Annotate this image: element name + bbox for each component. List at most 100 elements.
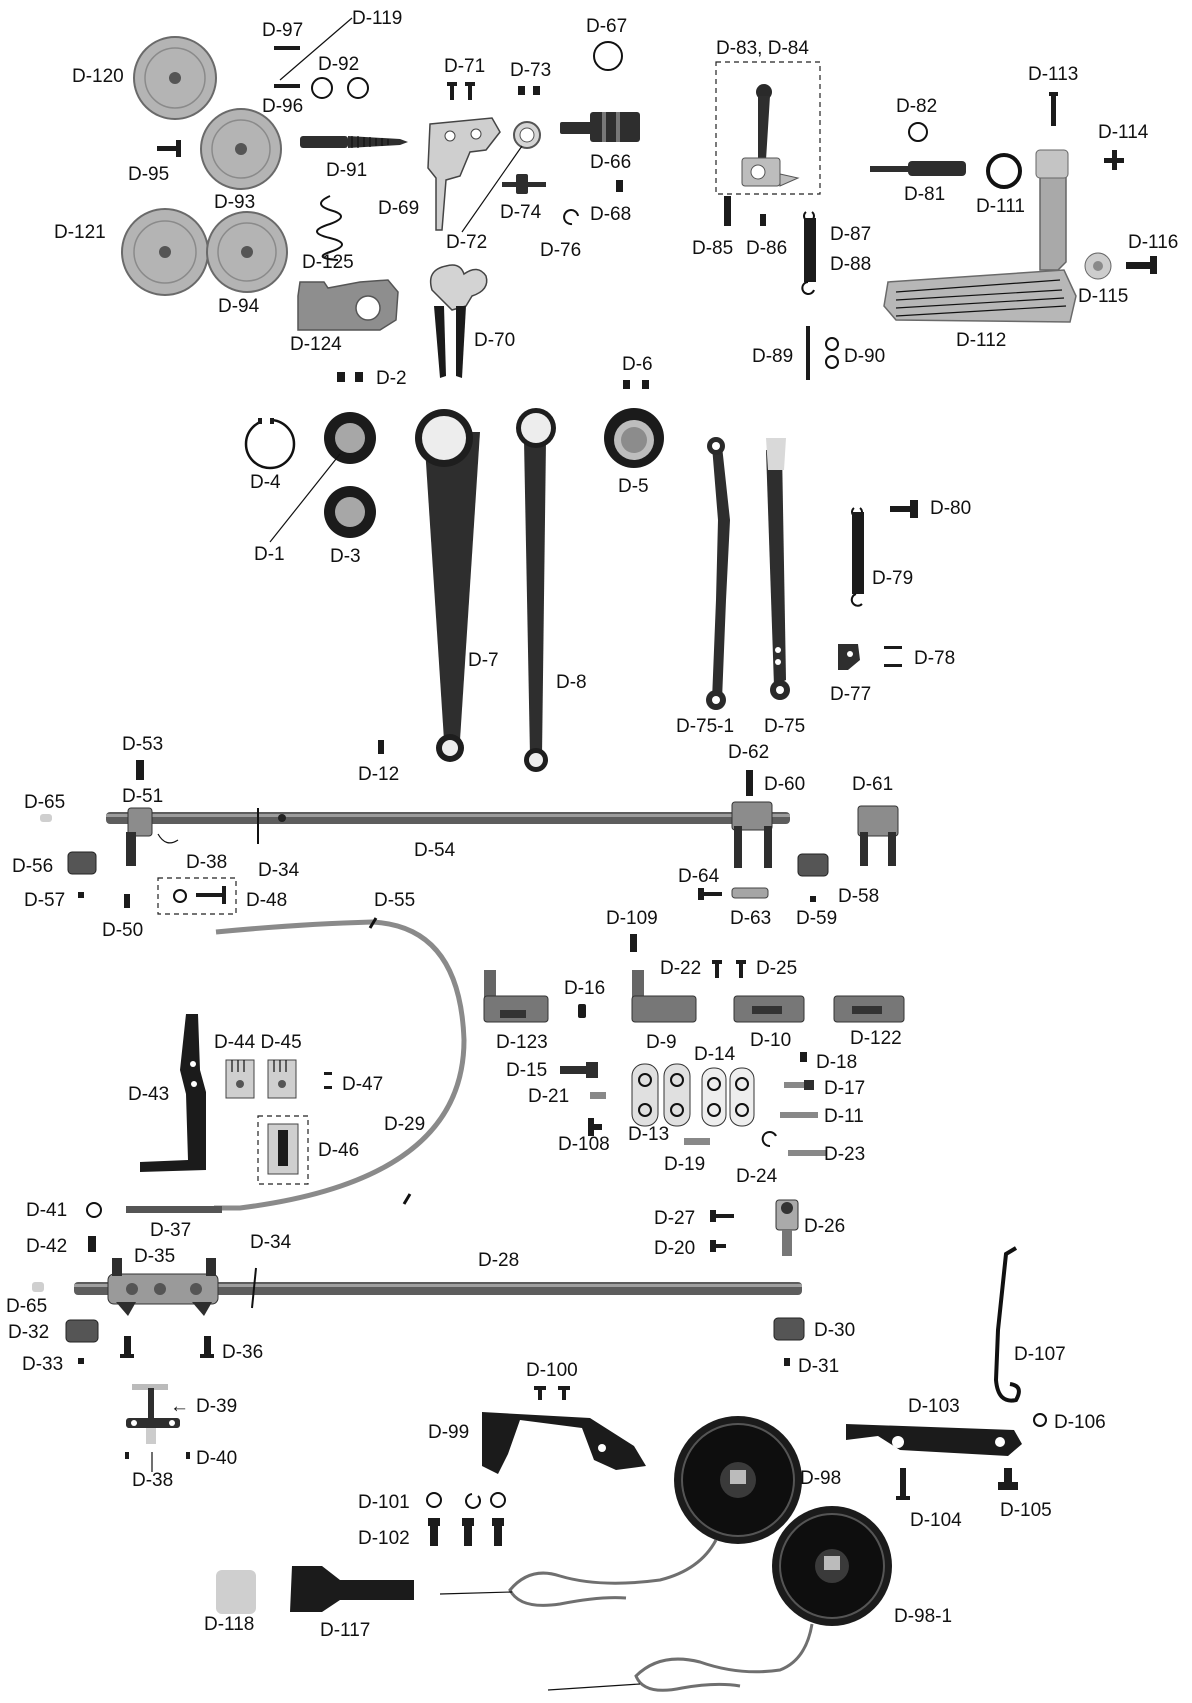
crank-d35 (107, 1258, 219, 1316)
label-d118: D-118 (204, 1614, 254, 1635)
screw-d57 (78, 892, 84, 898)
screw-d108 (588, 1118, 602, 1136)
stud-d15 (560, 1062, 598, 1078)
label-d4: D-4 (250, 472, 281, 493)
label-d89: D-89 (752, 346, 793, 367)
label-d115: D-115 (1078, 286, 1128, 307)
plate-d69-hole2 (470, 128, 482, 140)
label-d10: D-10 (750, 1030, 791, 1051)
pin-d65b (32, 1282, 44, 1292)
label-d68: D-68 (590, 204, 631, 225)
label-d67: D-67 (586, 16, 627, 37)
label-d106: D-106 (1054, 1412, 1106, 1433)
leader-d1 (269, 453, 341, 543)
pin-d19 (684, 1138, 710, 1145)
label-d34a: D-34 (258, 860, 300, 881)
label-d97: D-97 (262, 20, 303, 41)
label-d17: D-17 (824, 1078, 865, 1099)
screw-d59 (810, 896, 816, 902)
washer-d41 (86, 1202, 102, 1218)
label-d48: D-48 (246, 890, 287, 911)
screw-d62 (746, 770, 753, 796)
nuts-d90 (825, 337, 839, 369)
label-d81: D-81 (904, 184, 945, 205)
sleeve-d118 (216, 1570, 256, 1614)
clamp-d26 (775, 1199, 799, 1256)
nuts-d6 (623, 380, 649, 389)
label-d12: D-12 (358, 764, 399, 785)
label-d43: D-43 (128, 1084, 169, 1105)
label-d24: D-24 (736, 1166, 778, 1187)
label-d61: D-61 (852, 774, 893, 795)
label-d53: D-53 (122, 734, 163, 755)
label-d32: D-32 (8, 1322, 49, 1343)
label-d117: D-117 (320, 1620, 370, 1641)
label-d36: D-36 (222, 1342, 263, 1363)
label-d63: D-63 (730, 908, 771, 929)
label-d124: D-124 (290, 334, 342, 355)
label-d77: D-77 (830, 684, 871, 705)
bracket-d99 (482, 1412, 646, 1474)
screw-d104 (896, 1468, 910, 1500)
ring-d67 (593, 41, 623, 71)
plate-d69 (427, 117, 501, 231)
screw-d109 (630, 934, 637, 952)
bracket-d77 (838, 644, 860, 670)
spring-d125 (316, 195, 343, 261)
label-d59: D-59 (796, 908, 837, 929)
arrow-label-d39: ← (170, 1396, 189, 1417)
label-d31: D-31 (798, 1356, 839, 1377)
label-d98: D-98 (800, 1468, 841, 1489)
label-d86: D-86 (746, 238, 787, 259)
cable-d29 (214, 919, 467, 1211)
screw-d113 (1049, 92, 1058, 126)
label-d101: D-101 (358, 1492, 410, 1513)
clip-d24 (761, 1131, 777, 1148)
rod-d7 (415, 409, 480, 762)
label-d64: D-64 (678, 866, 720, 887)
label-d88: D-88 (830, 254, 871, 275)
label-d75-1: D-75-1 (676, 716, 734, 737)
label-d78: D-78 (914, 648, 955, 669)
screw-d105 (998, 1468, 1018, 1490)
bracket-d10 (733, 995, 805, 1023)
stud-d74 (502, 174, 546, 194)
label-d99: D-99 (428, 1422, 469, 1443)
label-d123: D-123 (496, 1032, 548, 1053)
box-d46 (257, 1115, 309, 1185)
screw-d53 (136, 760, 144, 780)
label-d85: D-85 (692, 238, 733, 259)
label-d62: D-62 (728, 742, 769, 763)
label-d33: D-33 (22, 1354, 63, 1375)
label-d105: D-105 (1000, 1500, 1052, 1521)
fork-d70 (429, 264, 488, 378)
label-d26: D-26 (804, 1216, 845, 1237)
link-d75 (766, 438, 790, 700)
label-d46: D-46 (318, 1140, 359, 1161)
pin-d18 (800, 1052, 807, 1062)
bushing-d115 (1084, 252, 1112, 280)
links-d14 (701, 1067, 755, 1127)
bracket-d123 (483, 970, 549, 1023)
rod-d37 (126, 1206, 222, 1213)
label-d54: D-54 (414, 840, 456, 861)
label-d93: D-93 (214, 192, 255, 213)
shaft-d81 (870, 161, 966, 176)
label-d29: D-29 (384, 1114, 425, 1135)
label-d57: D-57 (24, 890, 65, 911)
washer-d106 (1033, 1413, 1047, 1427)
box-d83-84 (715, 61, 821, 195)
label-d34b: D-34 (250, 1232, 292, 1253)
label-d75: D-75 (764, 716, 805, 737)
label-d19: D-19 (664, 1154, 705, 1175)
bushing-d58 (797, 853, 829, 877)
spring-pin-d91 (300, 136, 408, 148)
label-d21: D-21 (528, 1086, 569, 1107)
label-d69: D-69 (378, 198, 419, 219)
pin-d21 (590, 1092, 606, 1099)
collar-d51 (126, 807, 179, 866)
label-d79: D-79 (872, 568, 913, 589)
label-d40: D-40 (196, 1448, 237, 1469)
label-d22: D-22 (660, 958, 701, 979)
sensor-d98 (674, 1416, 802, 1544)
